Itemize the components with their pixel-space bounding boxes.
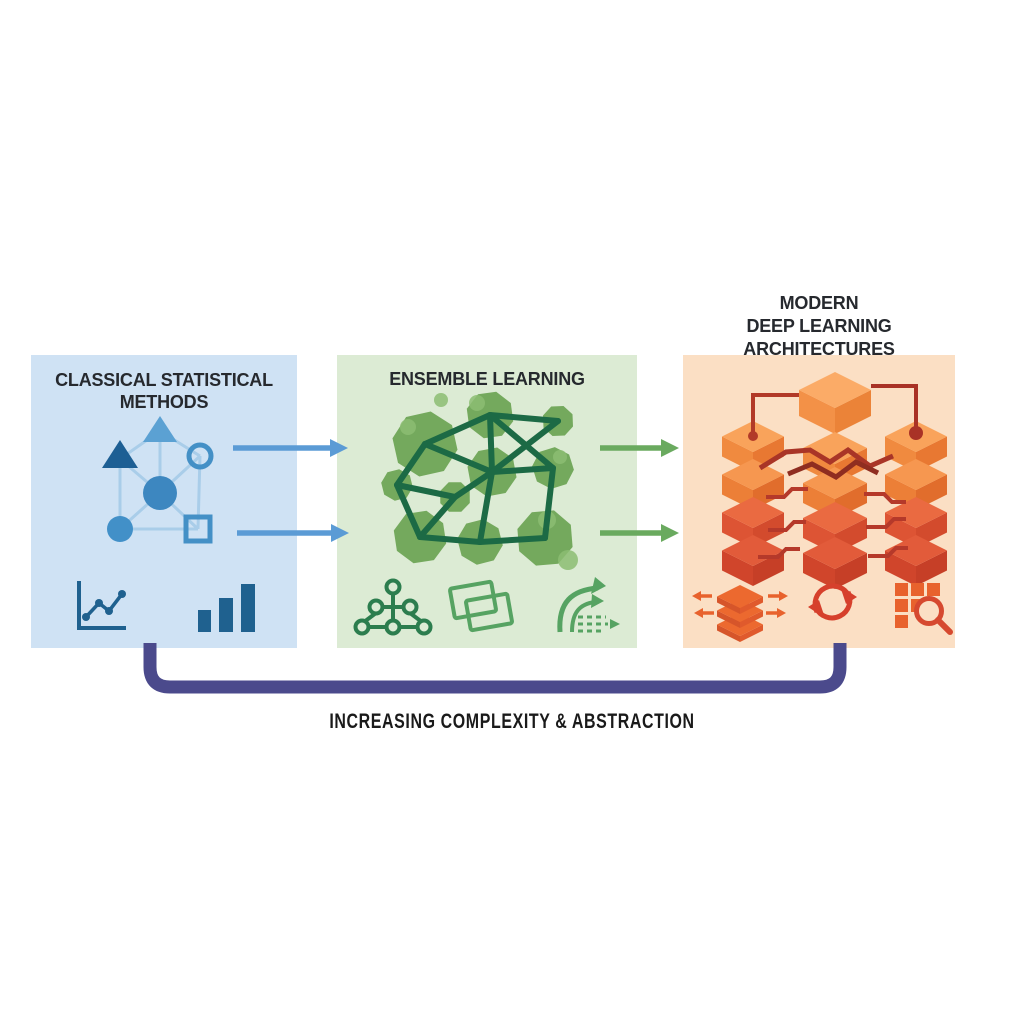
panel-deep-learning bbox=[683, 355, 955, 648]
complexity-bracket bbox=[143, 643, 847, 694]
stage-title-classical-line1: CLASSICAL STATISTICAL bbox=[55, 370, 273, 390]
complexity-caption: INCREASING COMPLEXITY & ABSTRACTION bbox=[329, 710, 695, 733]
stage-title-ensemble-line1: ENSEMBLE LEARNING bbox=[389, 369, 585, 389]
panel-ensemble-learning bbox=[337, 355, 637, 648]
stage-title-classical-line2: METHODS bbox=[119, 392, 209, 412]
stage-title-classical: CLASSICAL STATISTICAL METHODS bbox=[31, 369, 297, 413]
stage-title-deep-line3: ARCHITECTURES bbox=[743, 339, 895, 359]
stage-title-deep-line1: MODERN bbox=[779, 293, 859, 313]
stage-title-deep-line2: DEEP LEARNING bbox=[746, 316, 892, 336]
stage-title-ensemble: ENSEMBLE LEARNING bbox=[337, 368, 637, 390]
stage-title-deep: MODERN DEEP LEARNING ARCHITECTURES bbox=[683, 292, 955, 361]
